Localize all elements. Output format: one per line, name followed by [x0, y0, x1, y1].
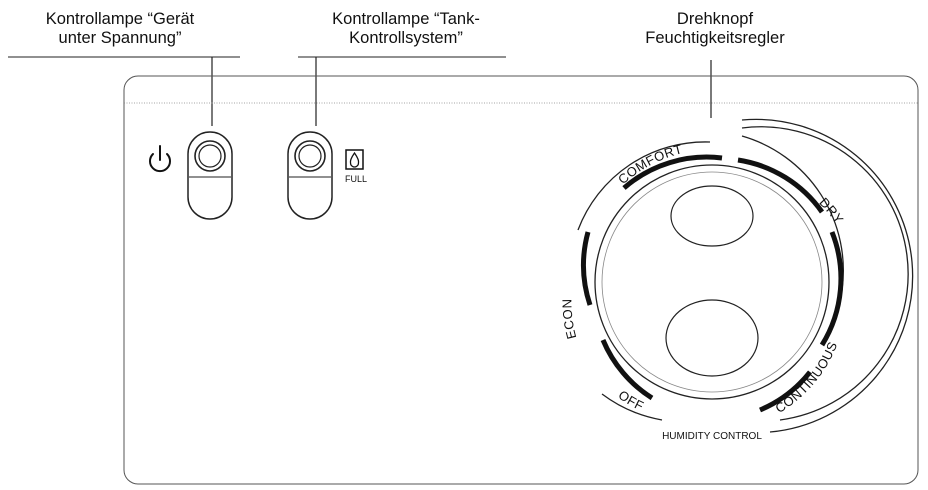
panel-outline — [123, 75, 919, 485]
full-label: FULL — [345, 174, 367, 184]
callout-knob-line2: Feuchtigkeitsregler — [645, 29, 785, 47]
power-icon — [149, 145, 171, 173]
callout-knob: Drehknopf Feuchtigkeitsregler — [600, 10, 830, 48]
callout-power-lamp-line1: Kontrollampe “Gerät — [45, 10, 195, 28]
callout-tank-lamp-line2: Kontrollsystem” — [349, 29, 463, 47]
callout-power-lamp-line2: unter Spannung” — [58, 29, 182, 47]
humidity-control-label: HUMIDITY CONTROL — [662, 431, 762, 442]
callout-knob-line1: Drehknopf — [676, 10, 754, 28]
humidity-control-knob — [577, 118, 914, 433]
callout-tank-lamp: Kontrollampe “Tank- Kontrollsystem” — [298, 10, 514, 48]
dial-position-econ: ECON — [559, 298, 579, 340]
water-drop-icon — [345, 149, 364, 170]
callout-tank-lamp-line1: Kontrollampe “Tank- — [332, 10, 480, 28]
callout-power-lamp: Kontrollampe “Gerät unter Spannung” — [2, 10, 238, 48]
tank-indicator-lamp — [287, 131, 333, 220]
knob-grip-upper — [670, 185, 754, 247]
power-indicator-lamp — [187, 131, 233, 220]
knob-grip-lower — [665, 299, 759, 377]
